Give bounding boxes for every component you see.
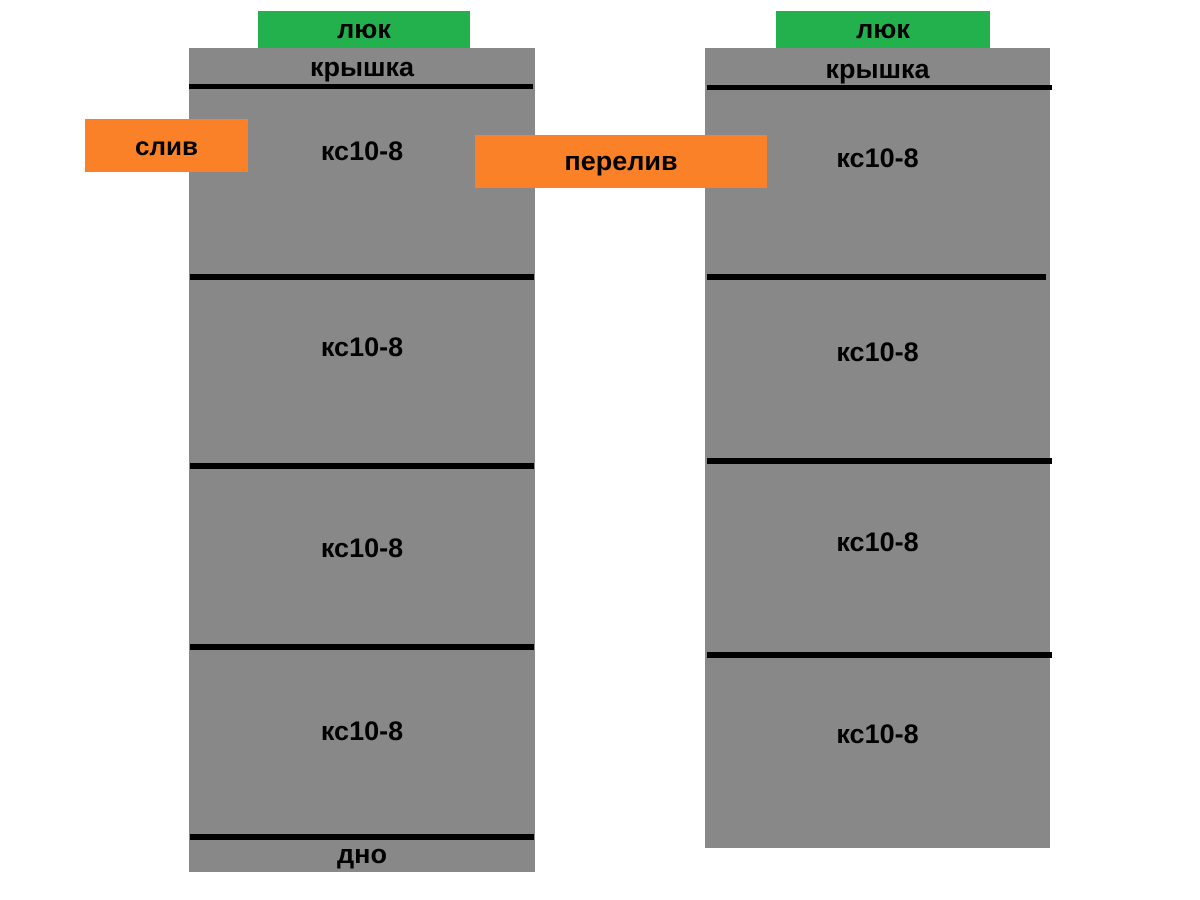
ring-label-left-3: кс10-8 [320, 533, 404, 563]
drain-callout: слив [85, 119, 248, 172]
joint-line-right-1 [707, 85, 1052, 90]
ring-label-left-2: кс10-8 [320, 332, 404, 362]
ring-label-right-4: кс10-8 [836, 719, 919, 749]
ring-label-right-3: кс10-8 [836, 527, 919, 557]
ring-label-left-4: кс10-8 [320, 716, 404, 746]
overflow-callout: перелив [475, 135, 767, 188]
joint-line-right-4 [707, 652, 1052, 658]
bottom-label-left: дно [337, 839, 387, 869]
joint-line-left-4 [190, 644, 534, 650]
lid-label-right: крышка [825, 54, 930, 84]
hatch-label-left: люк [258, 11, 470, 48]
ring-label-left-1: кс10-8 [320, 136, 404, 166]
joint-line-left-2 [190, 274, 534, 280]
lid-label-left: крышка [309, 52, 415, 82]
joint-line-left-bottom [190, 834, 534, 840]
joint-line-right-2 [707, 274, 1046, 280]
joint-line-left-1 [189, 84, 533, 89]
joint-line-left-3 [190, 463, 534, 469]
hatch-label-right: люк [776, 11, 990, 48]
joint-line-right-3 [707, 458, 1052, 464]
ring-label-right-2: кс10-8 [836, 337, 919, 367]
ring-label-right-1: кс10-8 [836, 143, 919, 173]
